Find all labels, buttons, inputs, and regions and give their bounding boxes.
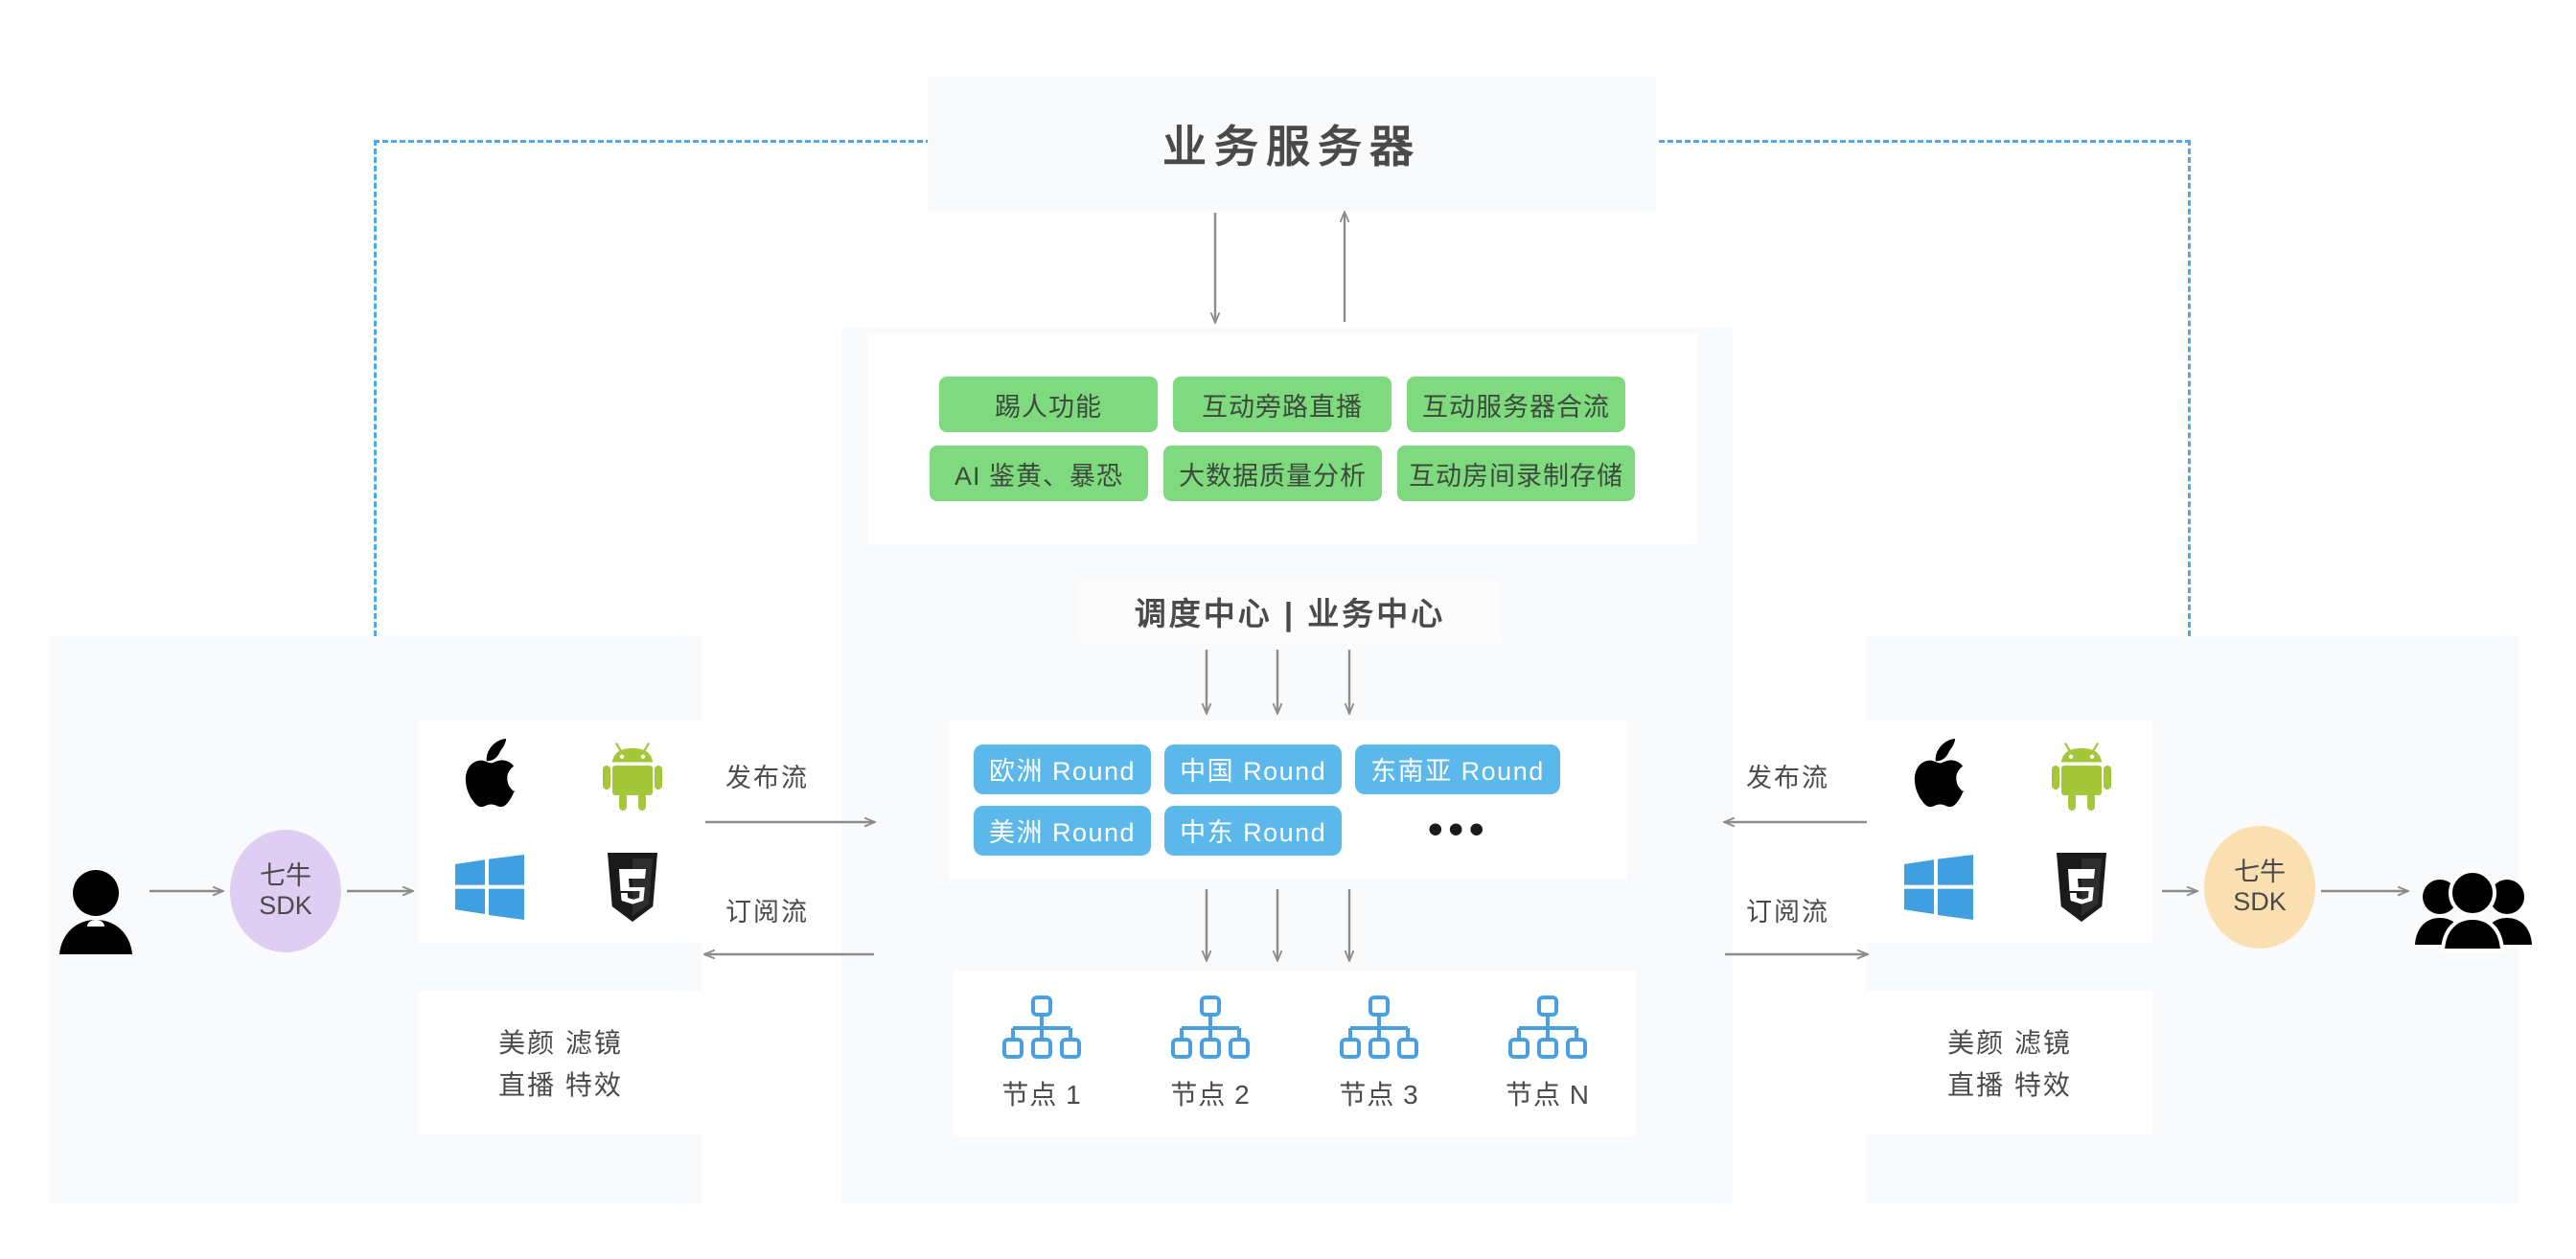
feature-tag[interactable]: 踢人功能 — [939, 377, 1158, 432]
feature-tag[interactable]: 互动旁路直播 — [1173, 377, 1392, 432]
sdk-name-en: SDK — [2233, 887, 2287, 916]
network-node-icon — [1340, 995, 1418, 1059]
round-tag-row-1: 欧洲 Round 中国 Round 东南亚 Round — [974, 744, 1627, 794]
node-label: 节点 2 — [1170, 1079, 1251, 1110]
left-publish-flow-label: 发布流 — [725, 764, 809, 792]
android-icon — [602, 742, 662, 811]
right-effects-card: 美颜 滤镜 直播 特效 — [1867, 991, 2152, 1134]
round-tag[interactable]: 美洲 Round — [974, 805, 1152, 856]
feature-tag-row-2: AI 鉴黄、暴恐 大数据质量分析 互动房间录制存储 — [930, 446, 1635, 501]
group-people-icon — [2415, 869, 2532, 952]
publisher-panel: 美颜 滤镜 直播 特效 — [50, 636, 703, 1203]
node-item[interactable]: 节点 N — [1481, 995, 1615, 1112]
sdk-name-cn: 七牛 — [260, 860, 311, 890]
node-item[interactable]: 节点 3 — [1312, 995, 1446, 1112]
nodes-card: 节点 1 节点 2 节点 3 — [954, 971, 1636, 1136]
left-effects-card: 美颜 滤镜 直播 特效 — [418, 991, 703, 1134]
left-qiniu-sdk-badge[interactable]: 七牛 SDK — [230, 830, 341, 952]
left-platform-card — [418, 721, 703, 943]
round-tag[interactable]: 欧洲 Round — [974, 744, 1152, 794]
effects-line-2: 直播 特效 — [1947, 1070, 2072, 1100]
effects-line-1: 美颜 滤镜 — [1947, 1028, 2072, 1058]
feature-tag[interactable]: AI 鉴黄、暴恐 — [930, 446, 1148, 501]
html5-icon — [2056, 853, 2106, 922]
effects-line-1: 美颜 滤镜 — [498, 1028, 623, 1058]
left-subscribe-flow-label: 订阅流 — [725, 898, 809, 927]
network-node-icon — [1171, 995, 1250, 1059]
sdk-name-en: SDK — [259, 891, 312, 920]
windows-icon — [454, 855, 524, 920]
page-title: 业务服务器 — [1162, 122, 1421, 172]
node-item[interactable]: 节点 2 — [1143, 995, 1277, 1112]
right-publish-flow-label: 发布流 — [1746, 764, 1829, 792]
sdk-name-cn: 七牛 — [2234, 857, 2286, 886]
right-platform-card — [1867, 721, 2152, 943]
apple-icon — [1914, 739, 1965, 808]
feature-tag[interactable]: 互动服务器合流 — [1407, 377, 1625, 432]
round-tag-row-2: 美洲 Round 中东 Round ••• — [974, 805, 1627, 856]
round-more-ellipsis: ••• — [1428, 806, 1490, 854]
node-label: 节点 1 — [1001, 1079, 1082, 1110]
feature-tag-row-1: 踢人功能 互动旁路直播 互动服务器合流 — [939, 377, 1625, 432]
feature-tags-card: 踢人功能 互动旁路直播 互动服务器合流 AI 鉴黄、暴恐 大数据质量分析 互动房… — [867, 333, 1697, 544]
node-item[interactable]: 节点 1 — [975, 995, 1109, 1112]
feature-tag[interactable]: 大数据质量分析 — [1163, 446, 1382, 501]
dispatch-center-box: 调度中心 | 业务中心 — [1079, 580, 1501, 643]
effects-line-2: 直播 特效 — [498, 1070, 623, 1100]
round-tag[interactable]: 中国 Round — [1164, 744, 1343, 794]
right-qiniu-sdk-badge[interactable]: 七牛 SDK — [2204, 826, 2315, 949]
network-node-icon — [1002, 995, 1081, 1059]
dispatch-center-label: 调度中心 | 业务中心 — [1134, 596, 1446, 631]
right-subscribe-flow-label: 订阅流 — [1746, 898, 1829, 927]
subscriber-panel: 美颜 滤镜 直播 特效 — [1867, 636, 2518, 1203]
html5-icon — [607, 853, 657, 922]
node-label: 节点 N — [1505, 1079, 1590, 1110]
round-tag[interactable]: 东南亚 Round — [1355, 744, 1560, 794]
round-tags-card: 欧洲 Round 中国 Round 东南亚 Round 美洲 Round 中东 … — [949, 721, 1627, 879]
apple-icon — [465, 739, 516, 808]
network-node-icon — [1508, 995, 1587, 1059]
feature-tag[interactable]: 互动房间录制存储 — [1397, 446, 1635, 501]
node-label: 节点 3 — [1339, 1079, 1419, 1110]
single-person-icon — [59, 870, 132, 954]
windows-icon — [1903, 855, 1973, 920]
round-tag[interactable]: 中东 Round — [1164, 805, 1343, 856]
android-icon — [2051, 742, 2111, 811]
business-server-box: 业务服务器 — [928, 77, 1656, 211]
